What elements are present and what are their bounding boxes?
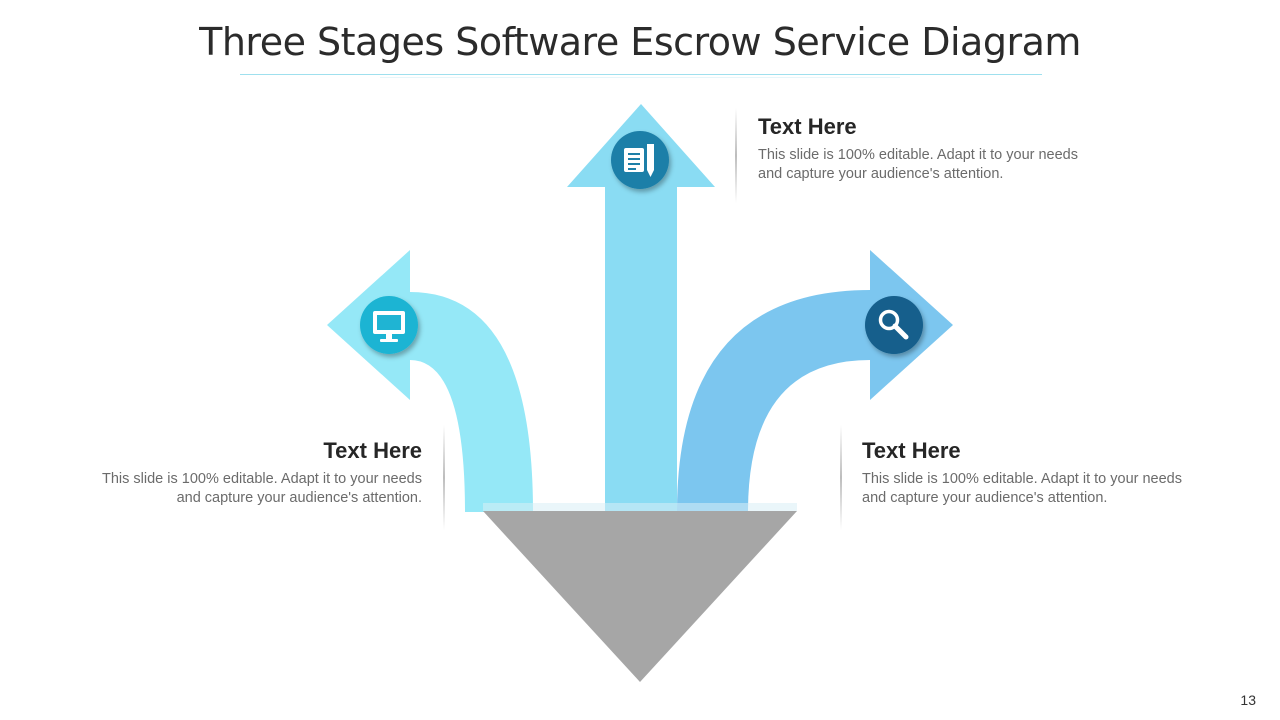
stage-right-heading: Text Here	[862, 438, 961, 463]
base-triangle	[483, 511, 797, 682]
stage-left-text: Text Here This slide is 100% editable. A…	[92, 438, 422, 508]
stage-right-body: This slide is 100% editable. Adapt it to…	[862, 471, 1182, 506]
stage-top-body: This slide is 100% editable. Adapt it to…	[758, 147, 1078, 182]
search-glyph	[878, 309, 909, 340]
monitor-glyph	[373, 311, 405, 342]
stage-top-text: Text Here This slide is 100% editable. A…	[758, 114, 1088, 184]
document-pen-glyph	[624, 144, 654, 177]
right-arrow-shaft	[677, 290, 870, 512]
stage-left-heading: Text Here	[323, 438, 422, 463]
slide-title: Three Stages Software Escrow Service Dia…	[199, 20, 1081, 64]
top-text-divider	[735, 108, 737, 203]
stage-top-heading: Text Here	[758, 114, 857, 139]
left-text-divider	[443, 425, 445, 530]
title-underline	[240, 74, 1042, 75]
right-text-divider	[840, 425, 842, 530]
page-number: 13	[1240, 692, 1256, 708]
title-underline-accent	[380, 77, 900, 78]
up-arrow-shaft	[605, 185, 677, 512]
base-triangle-glow	[483, 503, 797, 511]
stage-left-body: This slide is 100% editable. Adapt it to…	[102, 471, 422, 506]
left-arrow-shaft	[410, 292, 533, 512]
stage-right-text: Text Here This slide is 100% editable. A…	[862, 438, 1192, 508]
